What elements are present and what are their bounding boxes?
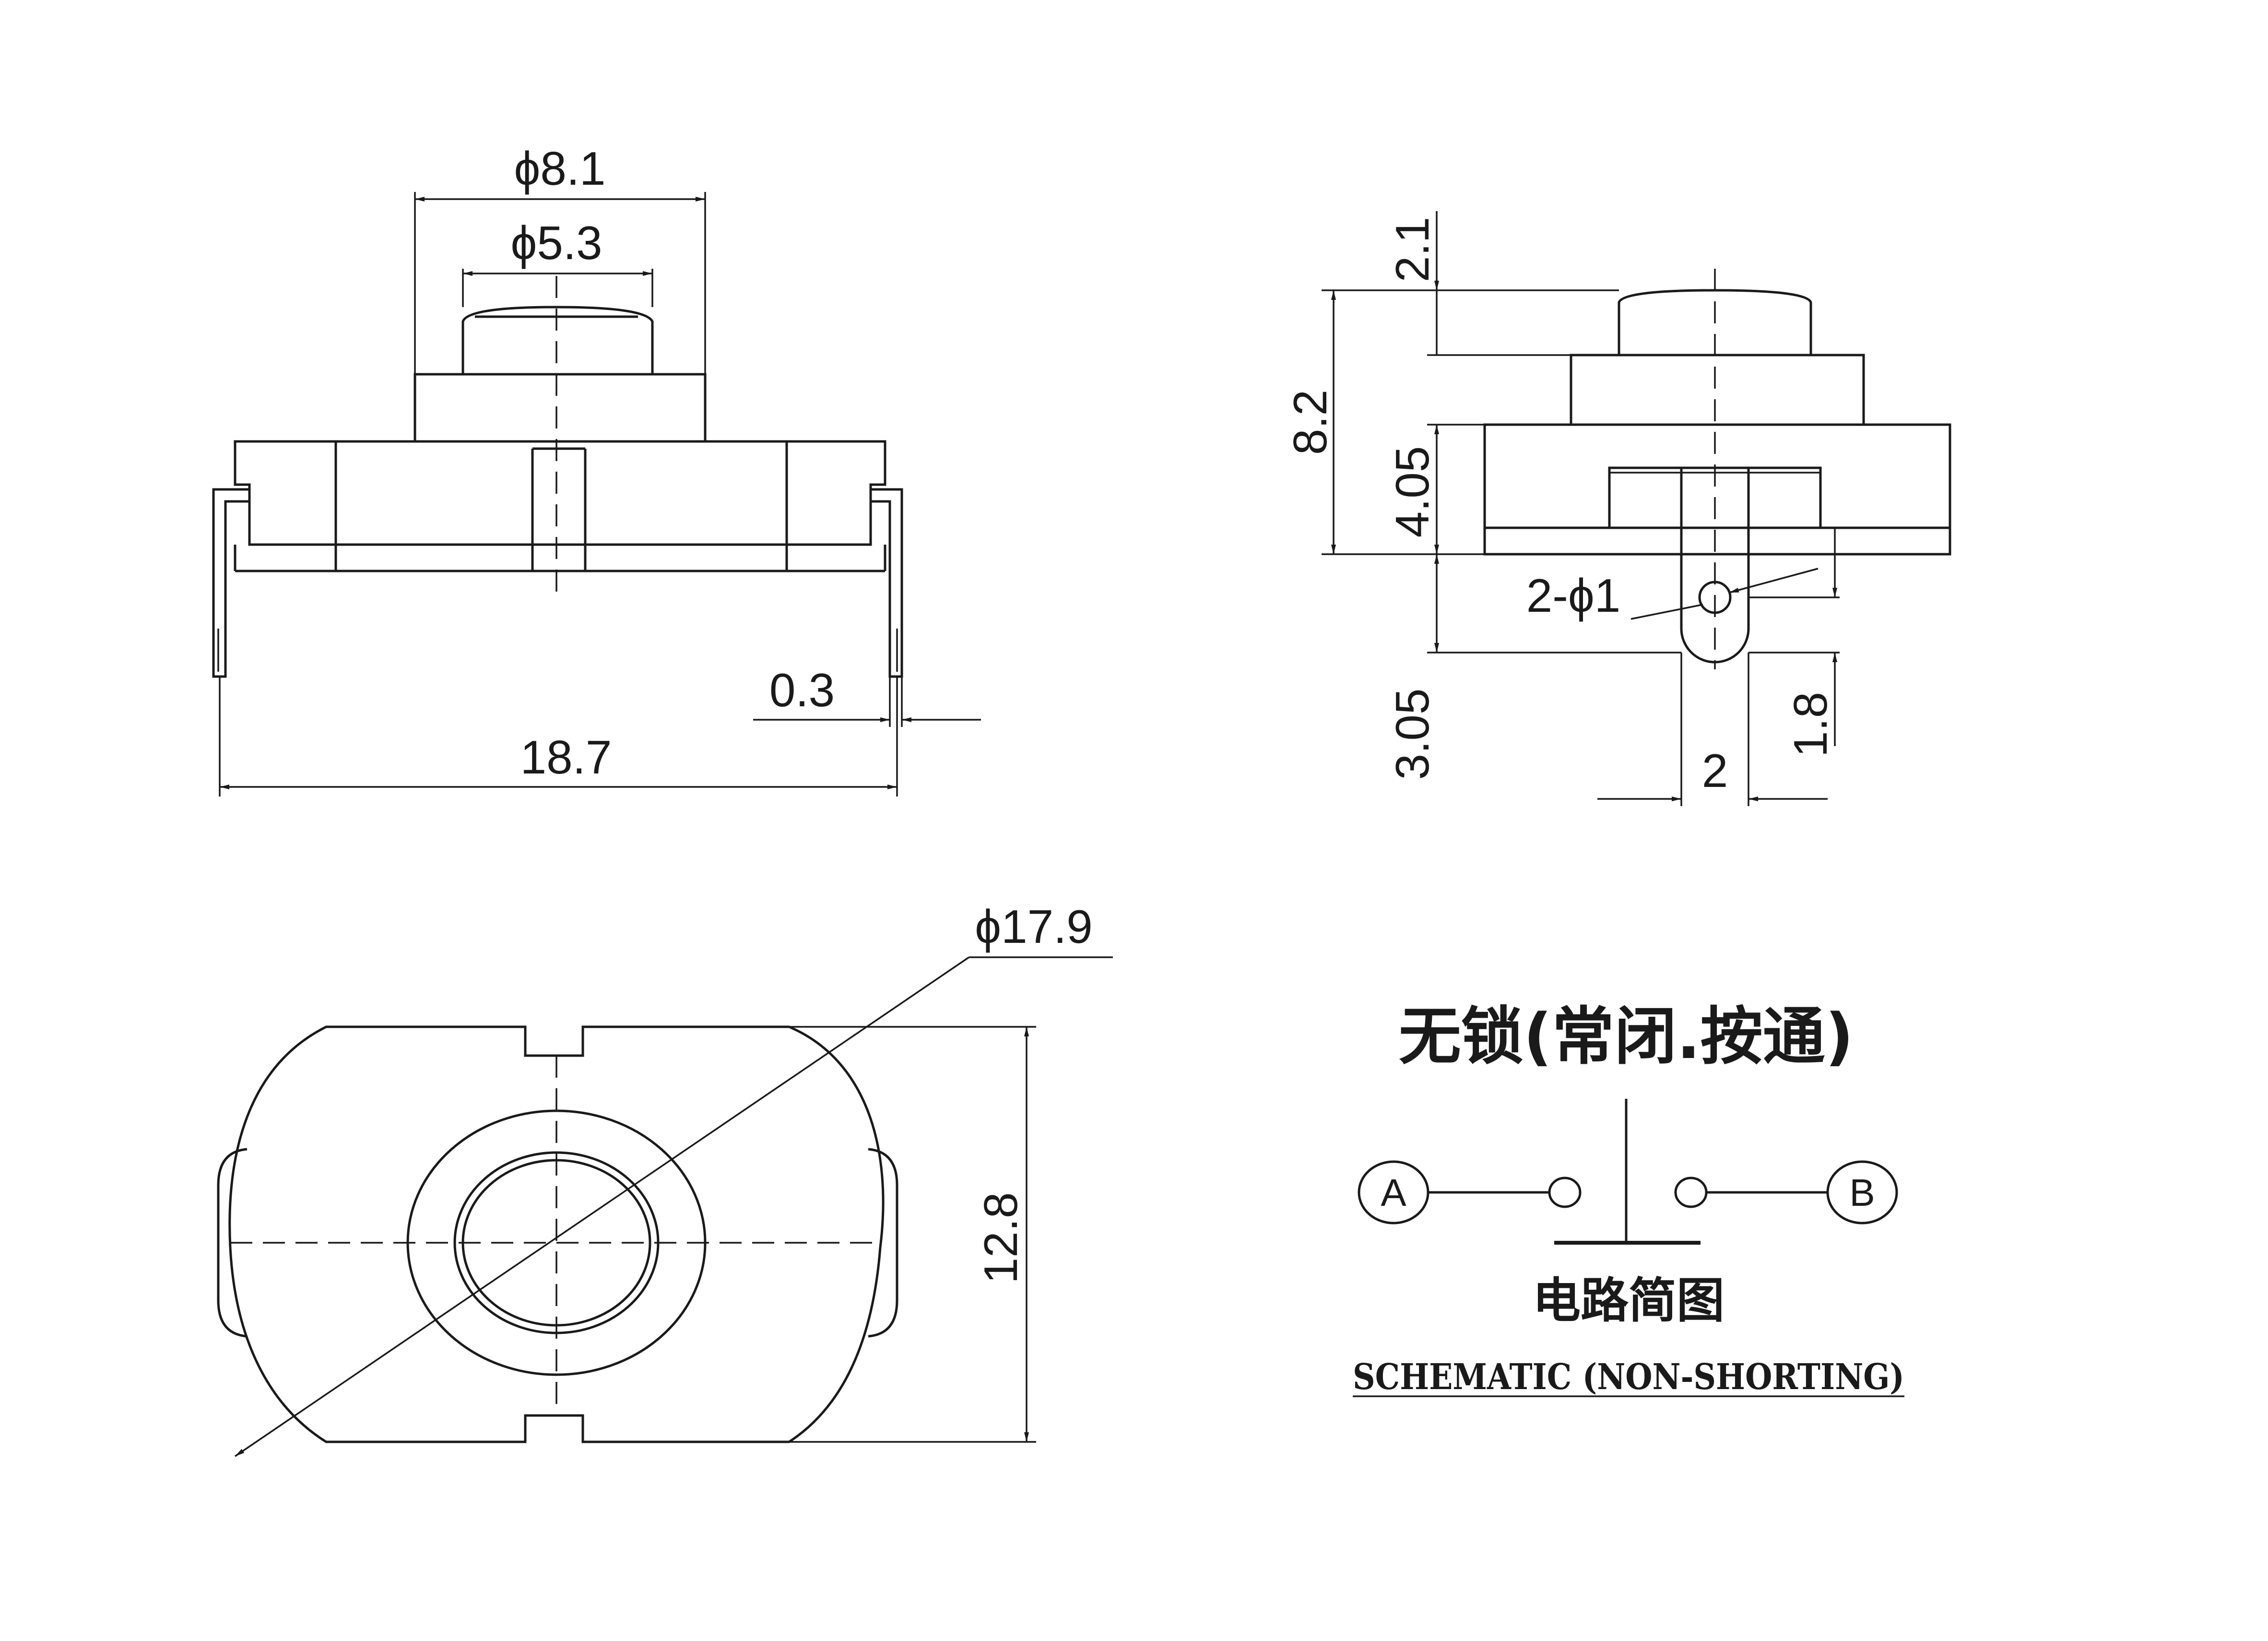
- dim-outer-dia: ϕ17.9: [975, 900, 1093, 953]
- dim-body-height: 4.05: [1386, 446, 1439, 538]
- dim-pin-hole: 2-ϕ1: [1526, 569, 1621, 622]
- schematic: 无锁(常闭.按通) A B 电路简图 SCHEMATIC (NON-SHORTI…: [1353, 1000, 1904, 1398]
- schematic-caption-en: SCHEMATIC (NON-SHORTING): [1353, 1356, 1904, 1398]
- side-view: 8.2 2.1 4.05 3.05 2-ϕ1 1.8 2: [1284, 211, 1951, 806]
- front-view: ϕ8.1 ϕ5.3 0.3 18.7: [212, 142, 981, 797]
- terminal-b-circle: [1826, 1160, 1898, 1225]
- terminal-b-label: B: [1849, 1171, 1875, 1214]
- dim-cap-height: 2.1: [1386, 217, 1439, 282]
- contact-a: [1548, 1177, 1582, 1208]
- dim-total-height: 8.2: [1284, 390, 1336, 455]
- dim-pin-length: 3.05: [1386, 689, 1439, 780]
- side-body: [1483, 423, 1951, 529]
- front-cap-base: [413, 373, 707, 443]
- top-tab-right: [868, 1148, 898, 1338]
- dim-overall-width: 18.7: [520, 731, 612, 784]
- dim-pin-width: 2: [1702, 744, 1728, 797]
- schematic-title: 无锁(常闭.按通): [1399, 1000, 1854, 1073]
- side-cap-base: [1570, 354, 1865, 426]
- front-cap: [461, 306, 654, 374]
- front-pin-left: [212, 488, 251, 678]
- dim-pin-hole-offset: 1.8: [1784, 692, 1837, 757]
- top-view: ϕ17.9 12.8: [217, 900, 1113, 1457]
- schematic-caption-cn: 电路简图: [1533, 1272, 1725, 1329]
- front-body: [234, 440, 886, 546]
- top-tab-left: [217, 1148, 248, 1338]
- contact-b: [1674, 1177, 1708, 1208]
- dim-top-height: 12.8: [974, 1192, 1027, 1284]
- dim-cap-outer-dia: ϕ8.1: [514, 142, 605, 195]
- dim-pin-thickness: 0.3: [769, 664, 835, 716]
- dim-cap-inner-dia: ϕ5.3: [510, 216, 602, 269]
- terminal-a-label: A: [1381, 1171, 1406, 1214]
